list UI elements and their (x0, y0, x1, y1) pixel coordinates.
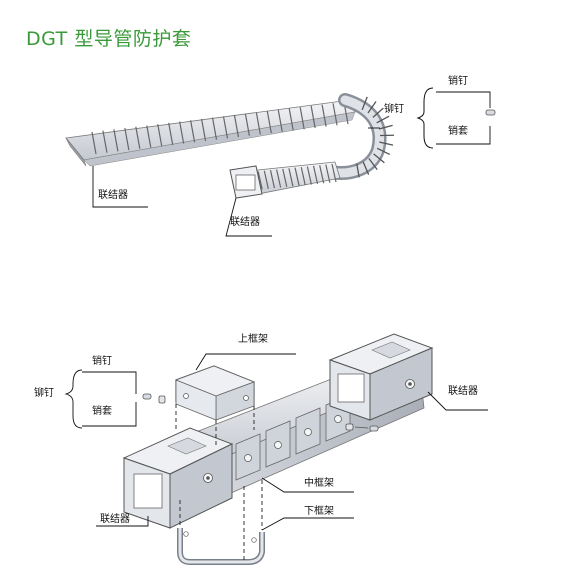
top-rivet-label: 铆钉 (384, 104, 404, 115)
sheath-slat (179, 121, 185, 144)
bottom-leaders (64, 353, 488, 531)
sheath-straight-section (65, 99, 356, 167)
middle-frame-label: 中框架 (304, 478, 334, 489)
segment-rivet-hole (304, 428, 312, 436)
sheath-slat (200, 118, 207, 142)
top-pin-sleeve-label: 销套 (448, 126, 468, 137)
curve-slat (379, 141, 394, 146)
sheath-slat (102, 130, 108, 153)
curve-slat (361, 96, 368, 111)
curve-slat (362, 161, 370, 175)
sheath-slat (277, 109, 283, 132)
lower-slat (325, 164, 331, 183)
sheath-slat (244, 113, 250, 136)
left-connector-box (122, 427, 234, 529)
lower-frame-part (177, 528, 265, 565)
segment-rivet-hole (334, 415, 342, 423)
sheath-slat (266, 111, 272, 134)
curve-slat (376, 115, 390, 124)
bottom-pin-sleeve-label: 销套 (92, 406, 112, 417)
curve-slat (373, 153, 385, 164)
sheath-slat (91, 131, 97, 155)
lower-slat (257, 171, 263, 190)
upper-frame-label: 上框架 (238, 334, 268, 345)
lower-slat (306, 166, 312, 185)
sheath-slat (222, 116, 229, 139)
right-connector-label: 联结器 (448, 386, 478, 397)
lower-slat (276, 169, 282, 188)
top-connector-mid-label: 联结器 (230, 217, 260, 228)
upper-frame-part (174, 365, 256, 421)
curve-slat (368, 158, 378, 170)
sheath-slat (321, 104, 327, 127)
sheath-slat (310, 105, 316, 129)
sheath-slat (124, 127, 130, 151)
lower-slat (312, 165, 319, 184)
right-pin-parts (345, 423, 379, 432)
sheath-slat (190, 120, 196, 143)
sheath-end-connector (229, 165, 263, 199)
left-pin-parts (142, 393, 166, 404)
sheath-curve (323, 93, 387, 180)
lower-slat (294, 167, 300, 186)
lower-slat (282, 168, 288, 188)
sheath-slat (255, 112, 261, 135)
curve-slat (376, 147, 391, 156)
bottom-exploded-view (64, 333, 488, 565)
curve-slat (372, 107, 384, 118)
sheath-slat (233, 114, 240, 138)
bottom-rivet-label: 铆钉 (34, 388, 54, 399)
lower-slat (331, 163, 337, 183)
curve-slat (367, 101, 377, 114)
lower-slat (288, 168, 294, 187)
curve-slats (356, 96, 395, 178)
sheath-slat (146, 125, 152, 148)
sheath-slat (113, 129, 119, 152)
top-connector-left-label: 联结器 (98, 190, 128, 201)
sheath-slats (91, 101, 349, 155)
sheath-slat (288, 108, 294, 131)
sheath-slat (135, 126, 141, 149)
curve-slat (378, 124, 393, 130)
lower-slats (251, 163, 337, 191)
sheath-slat (157, 124, 163, 147)
top-pin-nail-label: 销钉 (448, 76, 468, 87)
top-pin-part (485, 109, 496, 116)
sheath-slat (299, 107, 305, 130)
sheath-slat (211, 117, 218, 140)
curve-slat (356, 163, 360, 178)
page-title: DGT 型导管防护套 (26, 28, 192, 50)
lower-slat (300, 166, 306, 186)
segment-rivet-hole (274, 441, 282, 449)
sheath-slat (168, 122, 174, 145)
lower-slat (319, 165, 325, 184)
lower-slat (269, 170, 276, 189)
assembly-guides (175, 404, 263, 560)
sheath-slat (332, 103, 338, 126)
bottom-pin-nail-label: 销钉 (92, 356, 112, 367)
top-assembled-sheath (65, 87, 496, 237)
lower-slat (263, 170, 269, 189)
right-connector-box (328, 333, 434, 421)
segment-rivet-hole (244, 454, 252, 462)
lower-frame-label: 下框架 (304, 506, 334, 517)
left-connector-label: 联结器 (100, 514, 130, 525)
